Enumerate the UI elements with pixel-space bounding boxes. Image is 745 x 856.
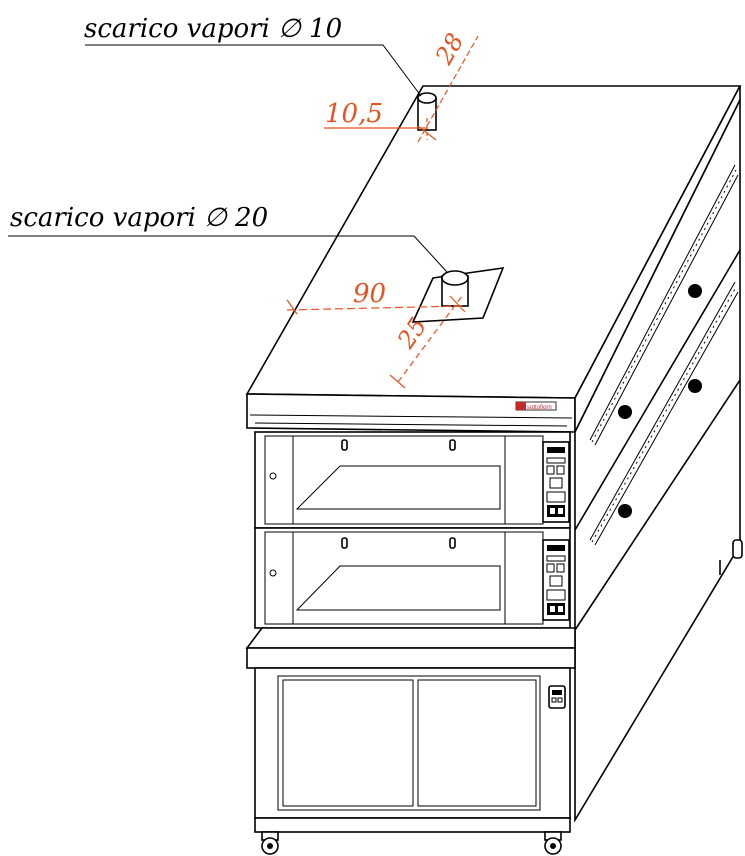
label-exhaust-large: scarico vapori ∅ 20 [10, 203, 268, 233]
dim-large-offset: 90 [353, 279, 386, 309]
control-panel-upper[interactable] [542, 441, 570, 523]
prover-control-icon[interactable] [548, 685, 566, 709]
dimension-small [324, 35, 479, 143]
prover-cabinet [254, 667, 571, 833]
dim-small-height: 28 [429, 29, 469, 70]
control-panel-lower[interactable] [542, 539, 570, 621]
oven-roof [245, 85, 742, 433]
door-handle-icon[interactable] [449, 537, 456, 549]
brand-plate: sottofiorn [515, 401, 557, 411]
door-handle-icon[interactable] [341, 439, 348, 451]
lower-deck [254, 527, 571, 629]
door-handle-icon[interactable] [449, 439, 456, 451]
label-exhaust-small: scarico vapori ∅ 10 [84, 14, 342, 44]
door-handle-icon[interactable] [341, 537, 348, 549]
wheel-icon [544, 831, 562, 855]
prover-top-shelf [245, 627, 576, 669]
exhaust-pipe-small [85, 44, 437, 131]
upper-deck [254, 431, 571, 529]
wheel-icon [261, 831, 279, 855]
dim-small-offset: 10,5 [325, 99, 383, 129]
dimension-large [286, 295, 466, 389]
brand-logo-text: sottofiorn [527, 405, 552, 411]
oven-side-panel [574, 99, 743, 823]
